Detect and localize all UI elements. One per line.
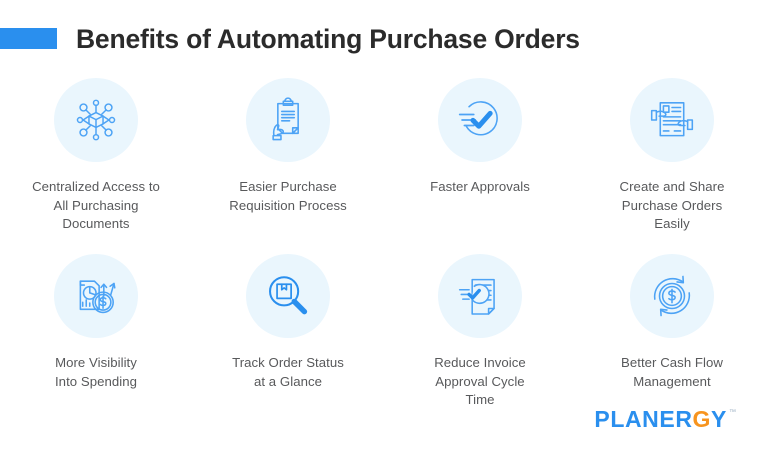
fast-checkmark-icon (438, 78, 522, 162)
benefit-label: Better Cash Flow Management (621, 355, 723, 389)
benefit-card-6: Track Order Status at a Glance (192, 254, 384, 389)
logo-wordmark: PLANERGY (594, 408, 727, 431)
clipboard-hand-icon (246, 78, 330, 162)
benefit-label: More Visibility Into Spending (54, 355, 138, 389)
header: Benefits of Automating Purchase Orders (0, 18, 768, 60)
page-title: Benefits of Automating Purchase Orders (76, 24, 580, 54)
benefits-grid: Centralized Access to All Purchasing Doc… (0, 78, 768, 407)
magnifier-package-icon (246, 254, 330, 338)
benefit-card-5: More Visibility Into Spending (0, 254, 192, 389)
benefit-card-7: Reduce Invoice Approval Cycle Time (384, 254, 576, 407)
document-share-hands-icon (630, 78, 714, 162)
benefit-card-1: Centralized Access to All Purchasing Doc… (0, 78, 192, 254)
accent-bar (0, 28, 57, 49)
dollar-cycle-icon (630, 254, 714, 338)
benefit-label: Faster Approvals (430, 179, 530, 194)
benefit-label: Easier Purchase Requisition Process (229, 179, 347, 213)
benefit-label: Reduce Invoice Approval Cycle Time (434, 355, 526, 408)
benefits-row-1: Centralized Access to All Purchasing Doc… (0, 78, 768, 254)
benefit-card-8: Better Cash Flow Management (576, 254, 768, 389)
logo-text-part-1: PLANER (594, 406, 693, 432)
benefit-label: Centralized Access to All Purchasing Doc… (32, 179, 160, 232)
planergy-logo: PLANERGY ™ (594, 408, 736, 431)
benefit-card-2: Easier Purchase Requisition Process (192, 78, 384, 254)
benefit-card-4: Create and Share Purchase Orders Easily (576, 78, 768, 254)
trademark-symbol: ™ (729, 409, 736, 416)
benefit-label: Track Order Status at a Glance (232, 355, 344, 389)
spending-report-dollar-icon (54, 254, 138, 338)
invoice-fast-approval-icon (438, 254, 522, 338)
logo-text-accent: G (692, 406, 712, 432)
benefit-label: Create and Share Purchase Orders Easily (619, 179, 725, 232)
logo-text-part-2: Y (711, 406, 727, 432)
network-hub-icon (54, 78, 138, 162)
benefit-card-3: Faster Approvals (384, 78, 576, 254)
benefits-row-2: More Visibility Into Spending Track Orde… (0, 254, 768, 407)
